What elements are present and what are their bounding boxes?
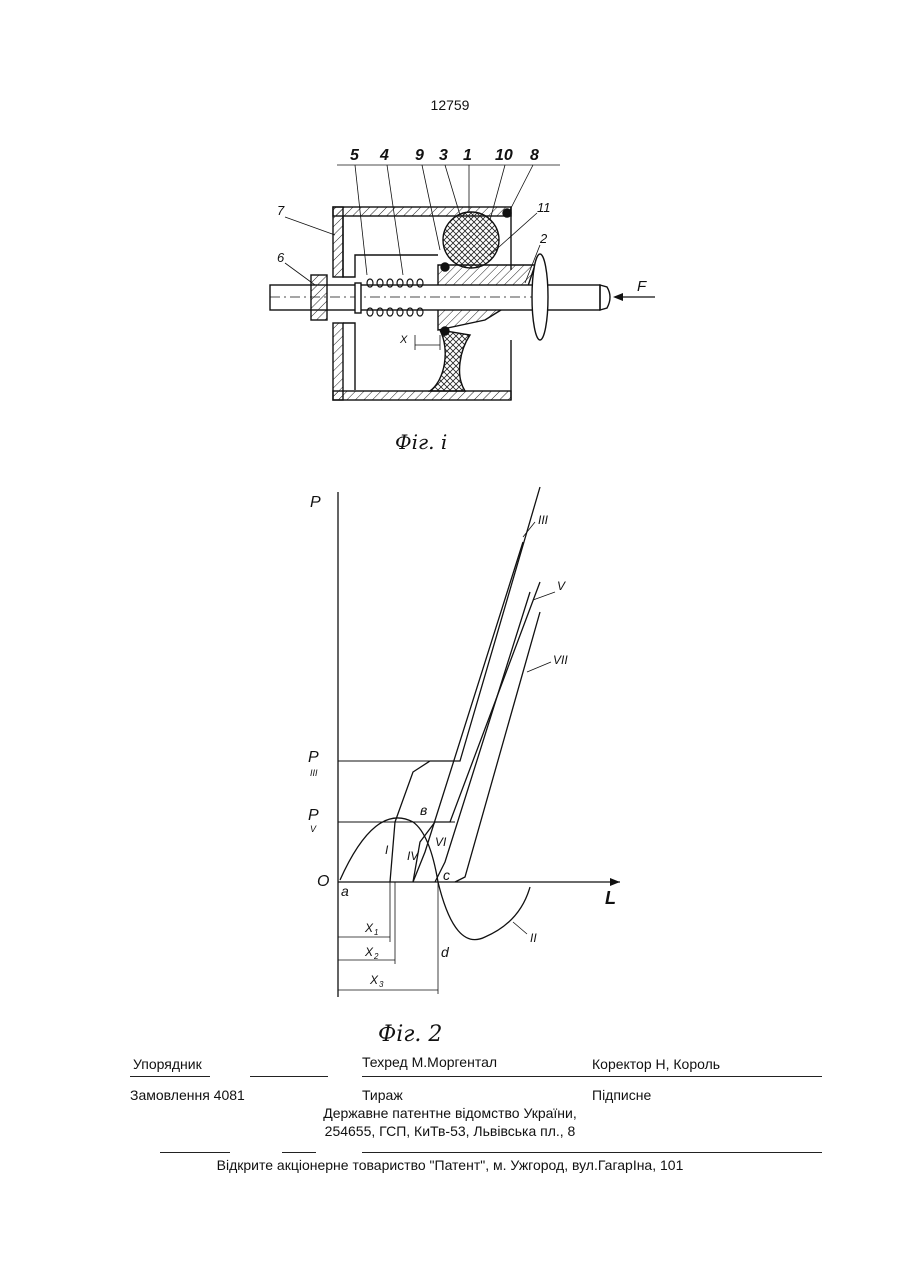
divider-bottom-2 (282, 1152, 316, 1153)
dim-x3: X (369, 973, 379, 987)
callout-7: 7 (277, 203, 285, 218)
lower-seal (430, 330, 470, 391)
flange (532, 254, 548, 340)
dim-x1: X (364, 921, 374, 935)
divider-compiler-2 (250, 1076, 328, 1077)
divider-bottom-1 (160, 1152, 230, 1153)
imprint-order: Замовлення 4081 (130, 1087, 245, 1103)
dim-x3-sub: 3 (379, 980, 384, 989)
dimension-x-label: X (399, 334, 408, 346)
imprint-address: 254655, ГСП, КиТв-53, Львівська пл., 8 (0, 1123, 900, 1139)
point-v: в (420, 802, 427, 818)
callout-9: 9 (415, 147, 424, 164)
housing-left-wall-lower (333, 323, 343, 400)
divider-compiler (130, 1076, 210, 1077)
figure-1-caption: Фіг. і (395, 430, 447, 454)
curve-IV (413, 542, 523, 882)
nut (311, 275, 327, 320)
imprint-compiler: Упорядник (133, 1056, 202, 1072)
callout-11: 11 (537, 200, 551, 215)
callout-8: 8 (530, 147, 539, 164)
curve-VII (455, 612, 540, 882)
figure-2-caption: Фіг. 2 (378, 1022, 442, 1047)
figure-2-diagram: P L O P III P V a в c d I II III IV V VI… (295, 482, 635, 1002)
dim-x2: X (364, 945, 374, 959)
point-c: c (443, 867, 450, 883)
rod-end (600, 285, 610, 310)
callout-10: 10 (495, 147, 513, 164)
curve-label-I: I (385, 843, 389, 857)
curve-label-IV: IV (407, 849, 419, 863)
axis-p-label: P (310, 494, 321, 511)
origin-label: O (317, 873, 329, 890)
curve-label-III: III (538, 513, 549, 527)
point-d: d (441, 944, 450, 960)
callout-3: 3 (439, 147, 448, 164)
washer (355, 283, 361, 313)
divider-bottom-3 (362, 1152, 822, 1153)
curve-label-V: V (557, 579, 566, 593)
imprint-subscription: Підписне (592, 1087, 651, 1103)
curve-label-VI: VI (435, 835, 447, 849)
curve-label-VII: VII (553, 653, 568, 667)
axis-l-label: L (605, 888, 616, 908)
housing-left-wall-upper (333, 207, 343, 277)
curve-III (390, 487, 540, 882)
imprint-circulation: Тираж (362, 1087, 403, 1103)
divider-top (362, 1076, 822, 1077)
imprint-office: Державне патентне відомство України, (0, 1105, 900, 1121)
curve-label-II: II (530, 931, 537, 945)
tick-p-iii-base: P (308, 749, 319, 766)
page-number: 12759 (0, 97, 900, 113)
force-label: F (637, 278, 647, 295)
point-a: a (341, 883, 349, 899)
dim-x2-sub: 2 (373, 952, 379, 961)
ring-seal (443, 212, 499, 268)
callout-2: 2 (539, 231, 548, 246)
tick-p-v-base: P (308, 807, 319, 824)
curve-I (340, 818, 438, 882)
imprint-proofreader: Коректор Н, Король (592, 1056, 720, 1072)
tick-p-iii-sub: III (310, 768, 318, 778)
curve-II (438, 882, 530, 940)
tick-p-v-sub: V (310, 824, 317, 834)
callout-6: 6 (277, 250, 285, 265)
callout-5: 5 (350, 147, 360, 164)
dim-x1-sub: 1 (374, 928, 378, 937)
imprint-tech-editor: Техред М.Моргентал (362, 1054, 497, 1070)
figure-1-cross-section: 5 4 9 3 1 10 8 7 6 11 2 F X (255, 135, 675, 415)
callout-4: 4 (379, 147, 389, 164)
housing-bottom-wall (333, 391, 511, 400)
imprint-publisher: Відкрите акціонерне товариство "Патент",… (0, 1157, 900, 1173)
callout-1: 1 (463, 147, 472, 164)
